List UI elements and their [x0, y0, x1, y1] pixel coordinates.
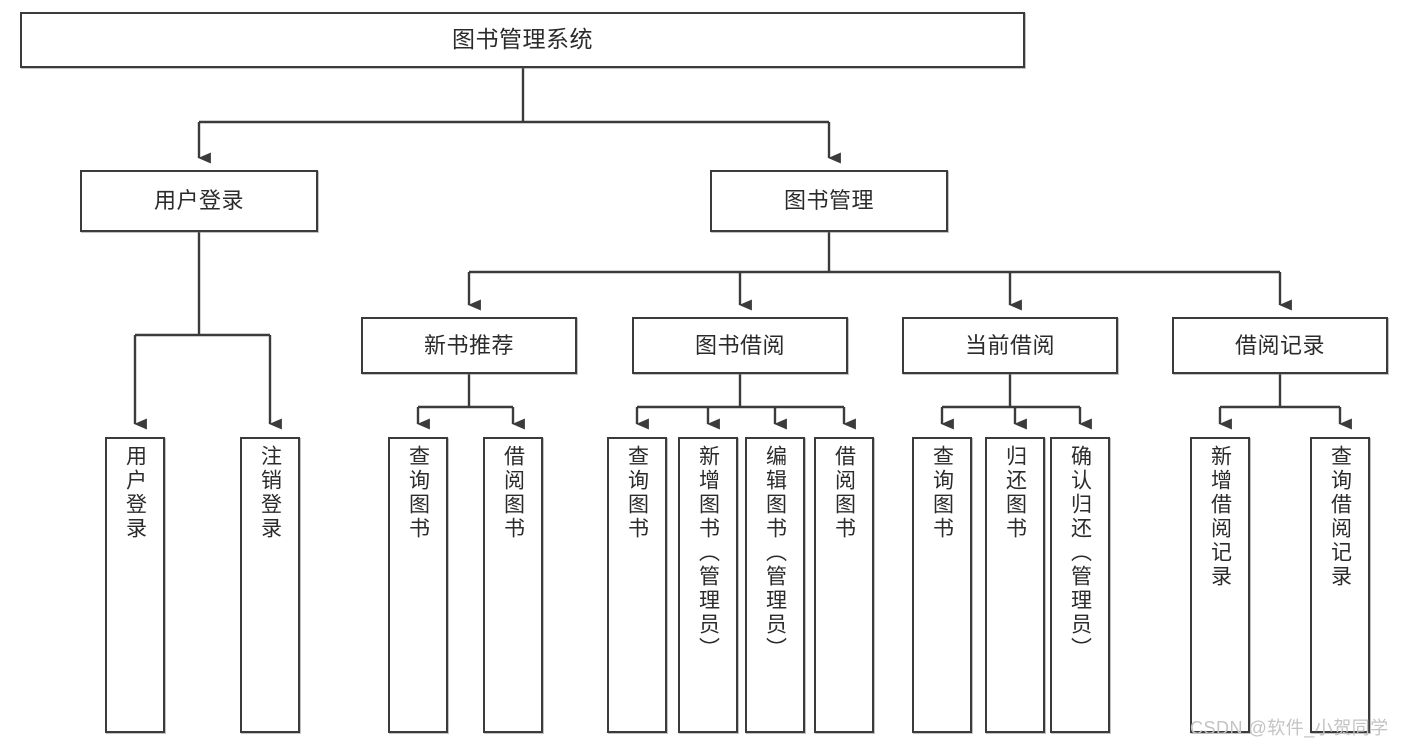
node-book-borrow-label: 图书借阅 — [694, 332, 785, 358]
leaf-label: 用户登录 — [123, 445, 147, 541]
leaf-label: 查询图书 — [625, 445, 649, 541]
leaf-borrow-add-book-admin[interactable]: 新增图书（管理员） — [678, 437, 738, 733]
leaf-label: 编辑图书（管理员） — [763, 445, 787, 661]
leaf-current-query-books[interactable]: 查询图书 — [912, 437, 972, 733]
leaf-label: 查询图书 — [930, 445, 954, 541]
leaf-user-login-logout[interactable]: 注销登录 — [240, 437, 300, 733]
watermark: CSDN @软件_小贺同学 — [1190, 718, 1389, 738]
node-book-management-label: 图书管理 — [783, 188, 874, 214]
leaf-records-query-record[interactable]: 查询借阅记录 — [1310, 437, 1370, 733]
node-new-book-recommend-label: 新书推荐 — [423, 332, 514, 358]
leaf-borrow-query-books[interactable]: 查询图书 — [607, 437, 667, 733]
leaf-label: 归还图书 — [1003, 445, 1027, 541]
leaf-current-return-books[interactable]: 归还图书 — [985, 437, 1045, 733]
leaf-user-login-login[interactable]: 用户登录 — [105, 437, 165, 733]
leaf-label: 注销登录 — [258, 445, 282, 541]
node-root-label: 图书管理系统 — [452, 26, 593, 53]
node-borrow-records-label: 借阅记录 — [1234, 332, 1325, 358]
node-user-login-label: 用户登录 — [153, 188, 244, 214]
leaf-borrow-edit-book-admin[interactable]: 编辑图书（管理员） — [745, 437, 805, 733]
node-new-book-recommend[interactable]: 新书推荐 — [361, 317, 577, 374]
leaf-label: 新增图书（管理员） — [696, 445, 720, 661]
leaf-newbook-query-books[interactable]: 查询图书 — [388, 437, 448, 733]
leaf-label: 查询借阅记录 — [1328, 445, 1352, 589]
node-user-login[interactable]: 用户登录 — [80, 170, 318, 232]
node-book-management[interactable]: 图书管理 — [710, 170, 948, 232]
leaf-current-confirm-return-admin[interactable]: 确认归还（管理员） — [1050, 437, 1110, 733]
leaf-label: 借阅图书 — [501, 445, 525, 541]
node-root[interactable]: 图书管理系统 — [20, 12, 1025, 68]
node-current-borrow-label: 当前借阅 — [964, 332, 1055, 358]
node-borrow-records[interactable]: 借阅记录 — [1172, 317, 1388, 374]
leaf-newbook-borrow-books[interactable]: 借阅图书 — [483, 437, 543, 733]
node-book-borrow[interactable]: 图书借阅 — [632, 317, 848, 374]
leaf-borrow-borrow-books[interactable]: 借阅图书 — [814, 437, 874, 733]
leaf-label: 借阅图书 — [832, 445, 856, 541]
leaf-label: 确认归还（管理员） — [1068, 445, 1092, 661]
leaf-label: 查询图书 — [406, 445, 430, 541]
leaf-records-add-record[interactable]: 新增借阅记录 — [1190, 437, 1250, 733]
node-current-borrow[interactable]: 当前借阅 — [902, 317, 1118, 374]
leaf-label: 新增借阅记录 — [1208, 445, 1232, 589]
